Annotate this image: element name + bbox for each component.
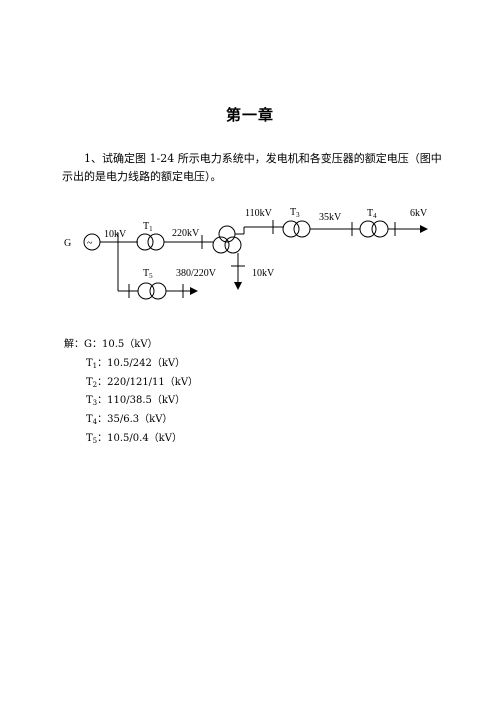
label-35kv: 35kV	[319, 212, 342, 223]
transformer-t5	[137, 282, 155, 300]
label-t3: T3	[290, 207, 300, 219]
transformer-t4	[359, 220, 377, 238]
generator-label: G	[64, 238, 71, 249]
label-380-220v: 380/220V	[176, 268, 217, 279]
arrow-380v	[190, 287, 198, 295]
answer-line-t1: T1：10.5/242（kV）	[86, 357, 186, 370]
label-10kv-load: 10kV	[252, 268, 275, 279]
answer-line-g: 解：G：10.5（kV）	[64, 339, 158, 350]
transformer-t3	[282, 220, 300, 238]
transformer-t1	[136, 233, 154, 251]
label-220kv: 220kV	[172, 228, 200, 239]
answer-line-t5: T5：10.5/0.4（kV）	[86, 432, 182, 445]
label-t1: T1	[143, 221, 153, 233]
generator-tilde: ~	[87, 238, 93, 249]
chapter-heading: 第一章	[225, 106, 274, 124]
question-text: 1、试确定图 1-24 所示电力系统中，发电机和各变压器的额定电压（图中示出的是…	[62, 152, 442, 183]
arrow-10kv-load	[234, 282, 242, 290]
arrow-6kv	[420, 225, 428, 233]
answer-line-t4: T4：35/6.3（kV）	[86, 414, 173, 427]
answer-block: 解：G：10.5（kV） T1：10.5/242（kV） T2：220/121/…	[64, 336, 198, 449]
transformer-t2	[212, 236, 230, 254]
label-110kv: 110kV	[245, 208, 273, 219]
answer-line-t3: T3：110/38.5（kV）	[86, 395, 186, 408]
label-6kv: 6kV	[410, 208, 428, 219]
label-t5: T5	[143, 268, 153, 280]
label-t4: T4	[367, 208, 377, 220]
label-10kv-gen: 10kV	[104, 229, 127, 240]
answer-line-t2: T2：220/121/11（kV）	[86, 376, 199, 389]
